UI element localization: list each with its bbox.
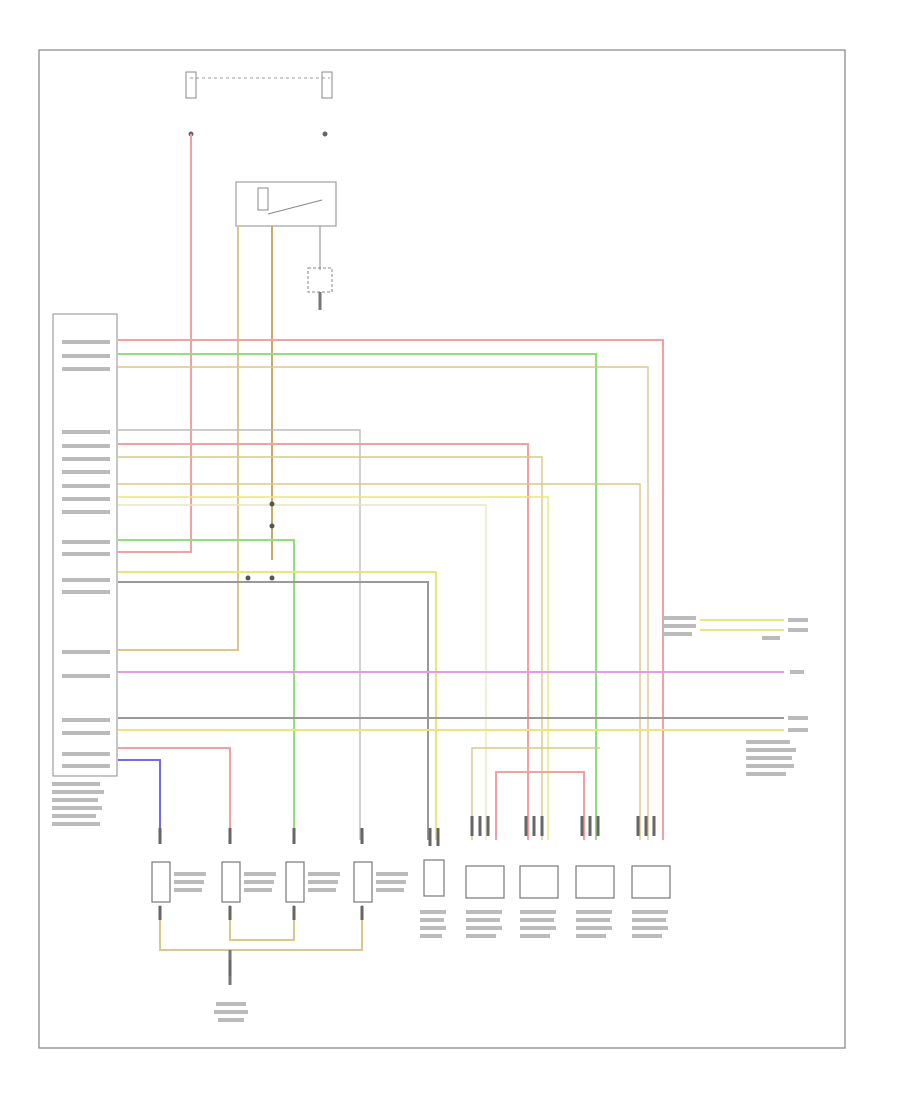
fuse-right [321,71,333,99]
sensor-4 [353,861,373,903]
splice-right [322,131,328,137]
wire-tan-relay [118,226,239,651]
relay-coil [257,187,269,211]
wire-tan-mid3 [118,496,549,840]
sensor-row [151,828,408,1022]
actuator-pins [428,816,656,846]
wire-gray-mid [118,429,361,840]
relay-box [235,181,337,227]
wire-tan-top [118,366,649,840]
switch-body [307,267,333,293]
wire-tan-mid4 [118,504,487,840]
speed-sensor [423,859,445,897]
wire-ground-branch [229,905,295,941]
fuse-left [185,71,197,99]
wire-harness [118,134,784,985]
sensor-2 [221,861,241,903]
actuator-4 [631,865,671,899]
splice-points [245,501,275,581]
wire-red-mid [118,443,529,840]
wire-tan-branch [471,747,600,840]
wire-yellow-speed [118,571,437,840]
module-connector [52,313,118,777]
sensor-3 [285,861,305,903]
actuator-1 [465,865,505,899]
diagram-border [38,49,846,1049]
actuator-labels [420,910,668,938]
control-module [52,313,118,826]
module-name-label [52,782,104,826]
actuator-row [420,816,671,938]
wire-ground-bus [159,905,363,951]
wire-gray-speed [118,581,429,840]
actuator-3 [575,865,615,899]
relay-contact [267,199,323,215]
wire-red-supply [118,134,192,553]
wire-red-sensor [118,747,231,840]
power-supply-section [185,71,337,310]
wire-green-top [118,353,597,840]
wire-blue-sensor [118,759,161,840]
wire-red-branch [495,771,585,840]
module-pin-labels [62,340,110,768]
sensor-pins [158,828,364,976]
right-connector-labels [662,616,808,776]
sensor-1 [151,861,171,903]
wire-green-sensor [118,539,295,840]
wire-tan-mid1 [118,456,543,840]
wire-tan-mid2 [118,483,641,840]
actuator-2 [519,865,559,899]
wire-red-top [118,339,664,840]
ground-label [214,1002,248,1022]
sensor-labels [174,872,408,892]
